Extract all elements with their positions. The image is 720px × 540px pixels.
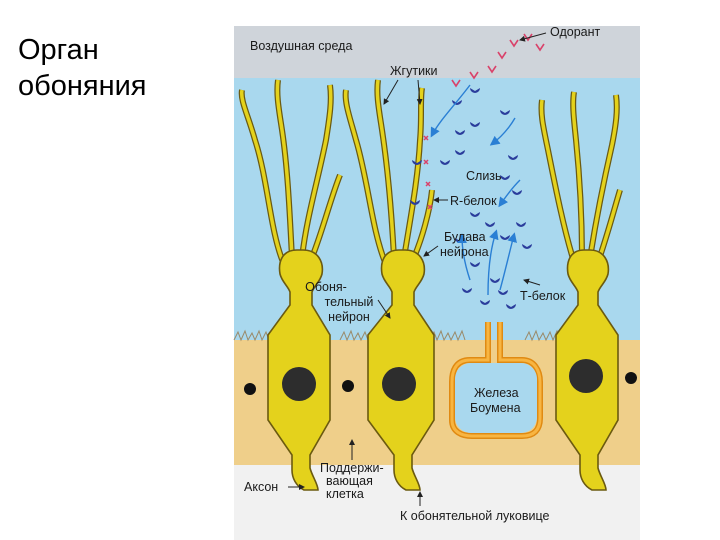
label-r-protein: R-белок: [450, 194, 497, 208]
label-air: Воздушная среда: [250, 39, 352, 53]
slide-title-line-1: Орган: [18, 34, 99, 66]
air-layer: [234, 26, 640, 78]
bowman-gland: [449, 322, 543, 439]
nucleus: [569, 359, 603, 393]
label-support-1: Поддержи-: [320, 461, 384, 475]
slide-title-line-2: обоняния: [18, 70, 147, 102]
leader-odorant: [519, 32, 547, 42]
diffusion-arrows: [430, 84, 521, 296]
support-cell-nucleus: [244, 383, 256, 395]
label-support-3: клетка: [326, 487, 364, 501]
label-flagella: Жгутики: [390, 64, 438, 78]
olfactory-neuron-1: [238, 79, 343, 491]
leader-knob: [423, 245, 439, 257]
receptor-marks: [423, 135, 433, 210]
nucleus: [282, 367, 316, 401]
nucleus: [382, 367, 416, 401]
label-neuron-2: тельный: [325, 295, 374, 309]
leader-flagella: [383, 79, 399, 105]
label-to-bulb: К обонятельной луковице: [400, 509, 549, 523]
label-knob-1: Булава: [444, 230, 486, 244]
label-gland-2: Боумена: [470, 401, 521, 415]
slide-title: Орган обоняния: [18, 32, 147, 104]
label-neuron-1: Обоня-: [305, 280, 347, 294]
label-odorant: Одорант: [550, 25, 601, 39]
label-knob-2: нейрона: [440, 245, 489, 259]
label-gland-1: Железа: [474, 386, 519, 400]
olfactory-neuron-2: [342, 79, 435, 491]
label-neuron-3: нейрон: [328, 310, 370, 324]
label-support-2: вающая: [326, 474, 373, 488]
leader-t-protein: [523, 278, 541, 286]
label-axon: Аксон: [244, 480, 278, 494]
label-t-protein: Т-белок: [520, 289, 566, 303]
olfactory-neuron-3: [538, 91, 623, 491]
label-mucus: Слизь: [466, 169, 502, 183]
support-cell-nucleus: [342, 380, 354, 392]
leader-flagella-2: [416, 79, 423, 105]
support-cell-nucleus: [625, 372, 637, 384]
leader-neuron: [377, 299, 391, 319]
